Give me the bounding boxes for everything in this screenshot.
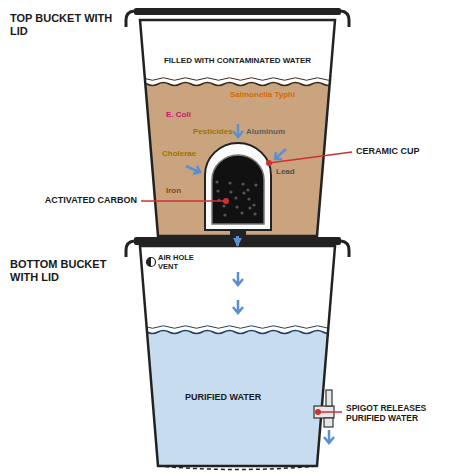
contaminant-label: Lead — [276, 167, 295, 176]
leader-lines — [141, 152, 352, 412]
contaminant-label: Aluminum — [246, 127, 285, 136]
part-heading: BOTTOM BUCKET WITH LID — [10, 258, 128, 283]
contaminant-label: Pesticides — [193, 127, 233, 136]
flow-arrow — [236, 236, 239, 246]
region-label: PURIFIED WATER — [185, 392, 295, 402]
part-label: CERAMIC CUP — [356, 146, 456, 156]
part-label: SPIGOT RELEASES PURIFIED WATER — [346, 404, 464, 424]
contaminant-label: Salmonella Typhi — [230, 90, 295, 99]
bottom-lid — [126, 237, 349, 257]
spigot — [314, 390, 334, 427]
region-label: FILLED WITH CONTAMINATED WATER — [160, 56, 315, 65]
region-label: AIR HOLE VENT — [158, 254, 206, 271]
ceramic-cup — [205, 143, 271, 237]
contaminant-label: Cholerae — [162, 149, 196, 158]
part-heading: TOP BUCKET WITH LID — [10, 12, 128, 37]
leader-dots — [223, 160, 321, 415]
flow-arrows — [186, 124, 334, 443]
top-lid — [126, 8, 349, 27]
contaminant-label: Iron — [166, 186, 181, 195]
contaminant-label: E. Coli — [166, 110, 191, 119]
air-hole-vent — [147, 258, 156, 267]
part-label: ACTIVATED CARBON — [10, 195, 137, 205]
